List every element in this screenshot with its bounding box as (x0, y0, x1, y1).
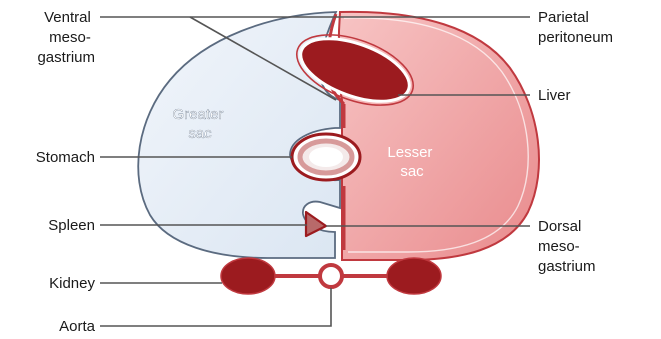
aorta-leader (100, 288, 331, 326)
label-stomach: Stomach (36, 149, 95, 166)
label-parietal-peritoneum: Parietal peritoneum (538, 9, 613, 46)
aorta-vessel (320, 265, 342, 287)
right-kidney (387, 258, 441, 294)
label-dorsal-mesogastrium: Dorsal meso- gastrium (538, 218, 596, 275)
left-kidney (221, 258, 275, 294)
label-aorta: Aorta (59, 318, 96, 335)
label-ventral-mesogastrium: Ventral meso- gastrium (37, 9, 95, 66)
label-liver: Liver (538, 87, 571, 104)
label-spleen: Spleen (48, 217, 95, 234)
label-kidney: Kidney (49, 275, 95, 292)
